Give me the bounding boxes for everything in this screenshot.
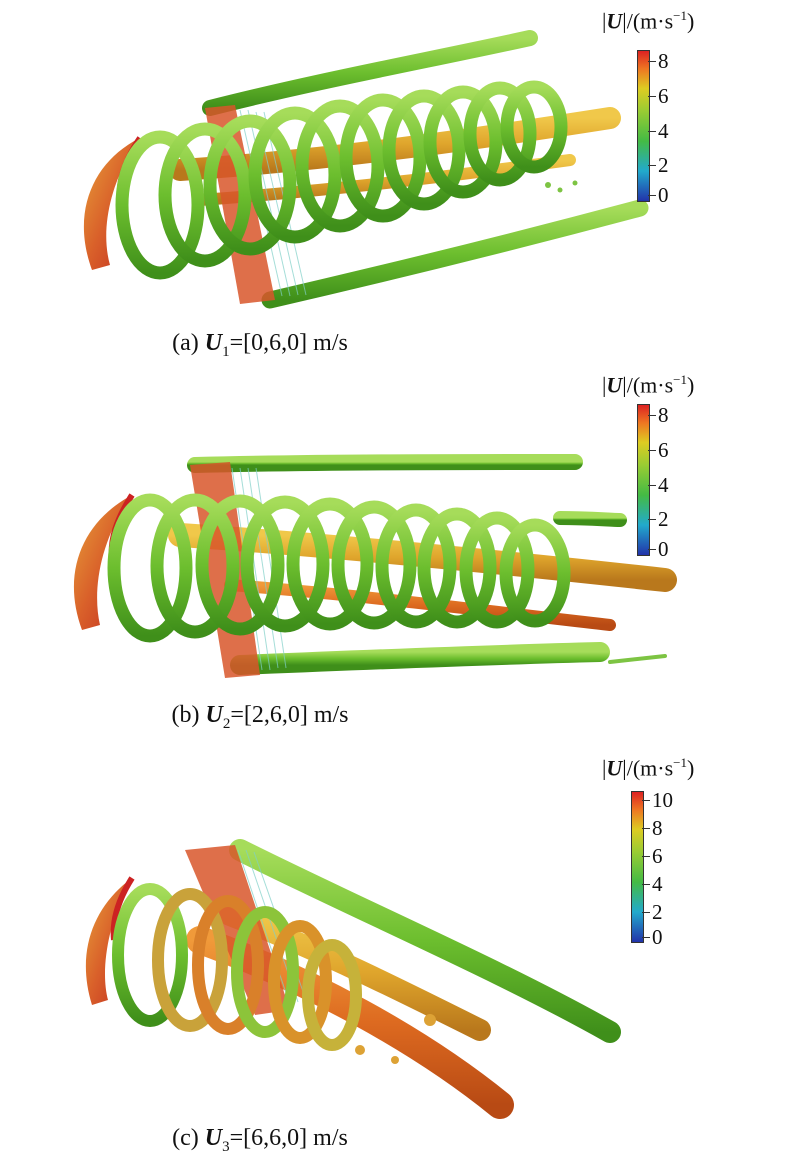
colorbar-gradient [637,404,650,556]
colorbar-title: |U|/(m·s−1) [602,372,695,398]
colorbar-tick: 2 [648,153,669,177]
colorbar-tick: 10 [642,788,673,812]
colorbar-tick: 8 [642,816,663,840]
colorbar-tick: 2 [648,507,669,531]
colorbar-tick: 0 [642,925,663,949]
figure-panel-b: |U|/(m·s−1) 8 6 4 2 0 (b) U2=[2,6,0] m/s [0,370,800,740]
colorbar-tick: 6 [642,844,663,868]
colorbar-gradient [637,50,650,202]
colorbar-b: |U|/(m·s−1) 8 6 4 2 0 [590,370,800,570]
colorbar-tick: 8 [648,49,669,73]
colorbar-tick: 0 [648,183,669,207]
colorbar-tick: 6 [648,84,669,108]
colorbar-tick: 6 [648,438,669,462]
caption-a: (a) U1=[0,6,0] m/s [172,330,348,360]
vortex-isosurface-b [73,454,677,678]
colorbar-tick: 8 [648,403,669,427]
colorbar-gradient [631,791,644,943]
caption-c: (c) U3=[6,6,0] m/s [172,1125,348,1155]
colorbar-tick: 0 [648,537,669,561]
colorbar-tick: 4 [648,119,669,143]
colorbar-tick: 2 [642,900,663,924]
figure-panel-c: |U|/(m·s−1) 10 8 6 4 2 0 (c) U3=[6,6,0] … [0,750,800,1163]
colorbar-tick: 4 [648,473,669,497]
colorbar-a: |U|/(m·s−1) 8 6 4 2 0 [590,8,800,208]
colorbar-title: |U|/(m·s−1) [602,8,695,34]
caption-b: (b) U2=[2,6,0] m/s [171,702,349,732]
colorbar-title: |U|/(m·s−1) [602,755,695,781]
vortex-isosurface-a [83,30,649,309]
figure-panel-a: |U|/(m·s−1) 8 6 4 2 0 (a) U1=[0,6,0] m/s [0,0,800,360]
colorbar-c: |U|/(m·s−1) 10 8 6 4 2 0 [590,755,800,955]
vortex-isosurface-c [85,839,621,1119]
colorbar-tick: 4 [642,872,663,896]
